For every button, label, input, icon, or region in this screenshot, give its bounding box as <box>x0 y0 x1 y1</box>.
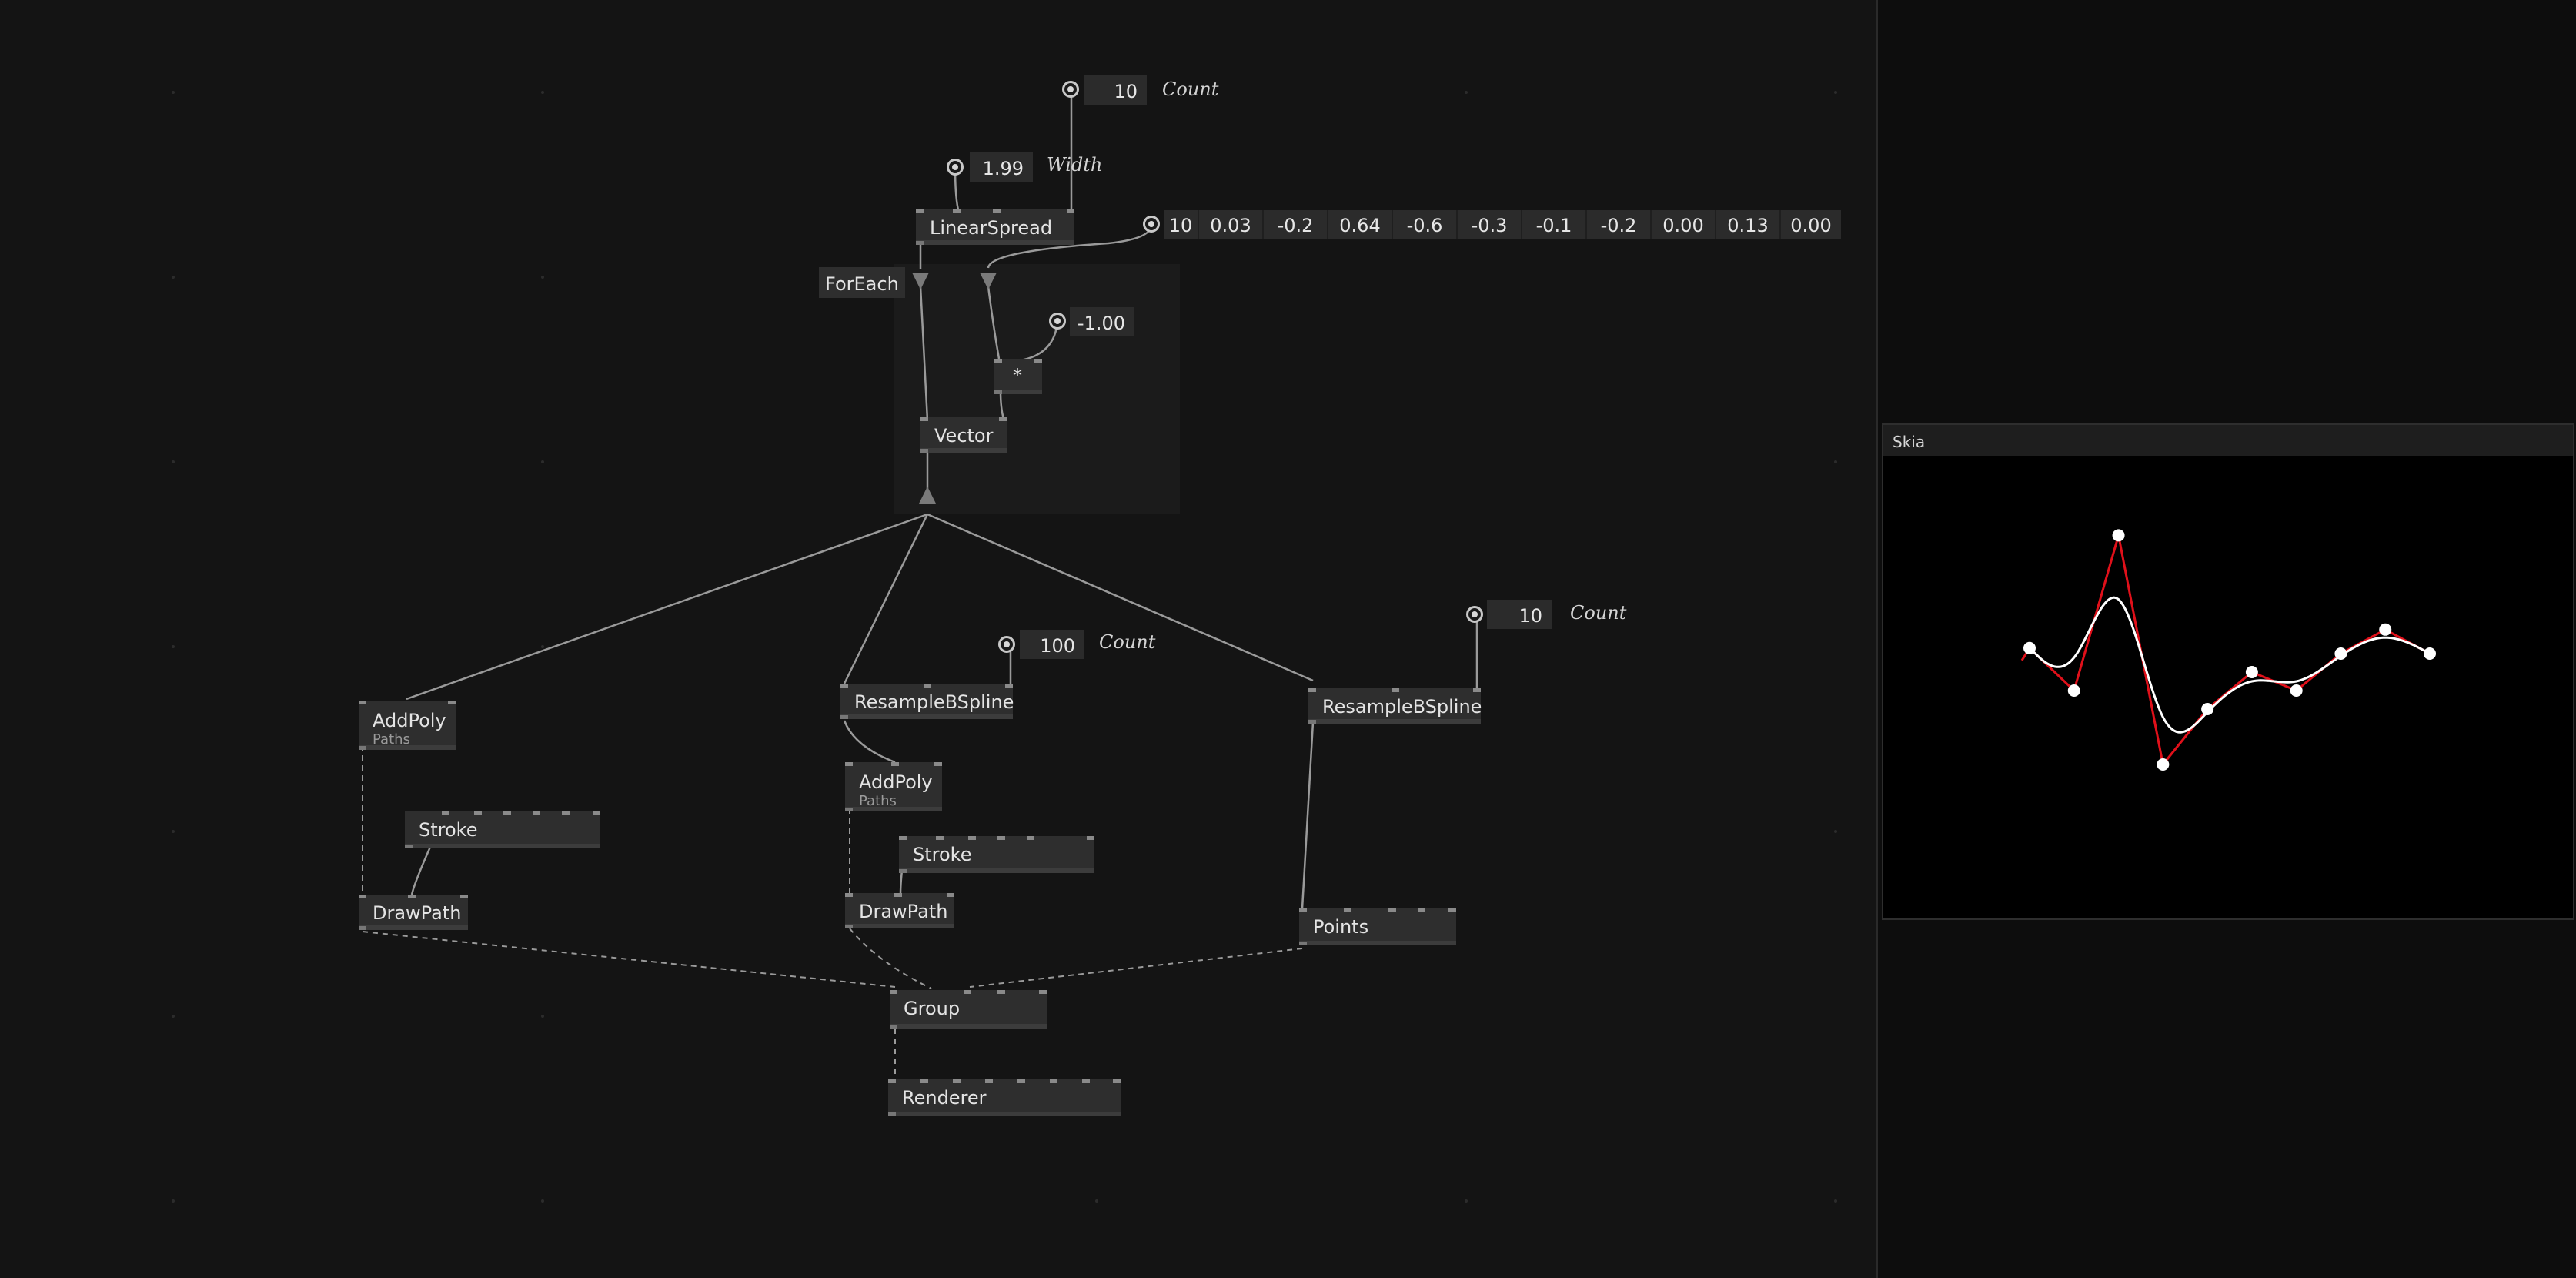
stroke-node-1[interactable]: Stroke <box>405 811 600 848</box>
spread-cell[interactable]: 0.03 <box>1199 210 1264 239</box>
spread-cell[interactable]: 10 <box>1164 210 1199 239</box>
group-node[interactable]: Group <box>890 990 1047 1029</box>
spread-cell[interactable]: 0.00 <box>1790 215 1832 236</box>
patch-editor[interactable]: ForEach <box>0 0 1876 1278</box>
multiply-node[interactable]: * <box>994 359 1042 394</box>
wire <box>987 224 1153 269</box>
wire <box>999 390 1005 420</box>
vector-title: Vector <box>934 425 994 447</box>
width-value[interactable]: 1.99 <box>970 152 1033 182</box>
spread-cell[interactable]: 0.13 <box>1716 210 1781 239</box>
count-top-value[interactable]: 10 <box>1084 75 1147 105</box>
minus-one-pin[interactable] <box>1049 313 1066 330</box>
wire <box>899 869 904 895</box>
count-right-label: Count <box>1570 602 1627 624</box>
splicer-input-2[interactable] <box>980 273 997 289</box>
control-point <box>2290 684 2303 697</box>
wire <box>1301 721 1315 909</box>
wire <box>843 720 896 764</box>
control-point <box>2379 623 2392 636</box>
minus-one-value[interactable]: -1.00 <box>1070 307 1134 336</box>
add-poly-title-1: AddPoly <box>373 710 446 731</box>
spread-cell[interactable]: 0.64 <box>1328 210 1393 239</box>
wire <box>406 513 928 701</box>
skia-canvas[interactable] <box>1883 457 2573 918</box>
control-point <box>2023 641 2036 654</box>
add-poly-sub-1: Paths <box>373 731 410 748</box>
draw-path-node-2[interactable]: DrawPath <box>845 893 954 928</box>
control-point <box>2245 666 2258 678</box>
width-label: Width <box>1047 154 1103 176</box>
resample-title-1: ResampleBSpline <box>854 691 1014 713</box>
count-100-label: Count <box>1099 631 1156 653</box>
wire <box>987 286 1001 360</box>
dashed-wire <box>969 948 1303 988</box>
control-point <box>2201 703 2214 715</box>
stroke-node-2[interactable]: Stroke <box>899 836 1094 873</box>
add-poly-sub-2: Paths <box>859 793 897 809</box>
spread-cell[interactable]: -0.2 <box>1264 210 1328 239</box>
wire <box>843 514 929 684</box>
count-right-value[interactable]: 10 <box>1487 600 1552 629</box>
resample-bspline-node-1[interactable]: ResampleBSpline <box>840 684 1014 719</box>
resample-title-2: ResampleBSpline <box>1322 696 1482 718</box>
resample-bspline-node-2[interactable]: ResampleBSpline <box>1308 688 1482 724</box>
multiply-title: * <box>1013 365 1022 386</box>
renderer-title: Renderer <box>902 1087 987 1109</box>
spline-curve <box>2028 596 2431 734</box>
foreach-label[interactable]: ForEach <box>819 267 905 298</box>
dashed-wire <box>849 928 932 989</box>
patch-wires <box>172 89 1837 1203</box>
dashed-wire <box>362 931 896 988</box>
group-title: Group <box>904 998 961 1019</box>
count-top-pin[interactable] <box>1062 81 1079 98</box>
linear-spread-title: LinearSpread <box>930 217 1053 239</box>
control-point <box>2424 647 2436 660</box>
pane-divider[interactable] <box>1876 0 1878 1278</box>
spread-cell[interactable]: -0.1 <box>1522 210 1587 239</box>
draw-path-node-1[interactable]: DrawPath <box>359 895 468 930</box>
spread-cell[interactable]: 0.00 <box>1652 210 1716 239</box>
count-right-pin[interactable] <box>1466 606 1483 623</box>
spread-cell[interactable]: -0.6 <box>1393 210 1458 239</box>
draw-path-title-1: DrawPath <box>373 902 462 924</box>
spread-cell[interactable]: -0.2 <box>1587 210 1652 239</box>
add-poly-title-2: AddPoly <box>859 771 933 793</box>
control-point <box>2334 647 2347 660</box>
stroke-title-2: Stroke <box>913 844 972 865</box>
vector-node[interactable]: Vector <box>920 417 1007 453</box>
draw-path-title-2: DrawPath <box>859 901 948 922</box>
count-100-value[interactable]: 100 <box>1020 630 1084 659</box>
control-points <box>2023 529 2436 771</box>
wire <box>919 286 929 421</box>
points-node[interactable]: Points <box>1299 908 1456 945</box>
spread-values[interactable]: 10 0.03 -0.2 0.64 -0.6 -0.3 -0.1 -0.2 0.… <box>1164 210 1841 239</box>
skia-renderer-window[interactable]: Skia <box>1882 423 2574 920</box>
spread-cell[interactable]: -0.3 <box>1458 210 1522 239</box>
splicer-output[interactable] <box>919 487 936 504</box>
renderer-node[interactable]: Renderer <box>888 1079 1121 1116</box>
control-point <box>2112 529 2125 542</box>
polyline-path <box>2020 534 2431 768</box>
control-point <box>2067 684 2080 697</box>
count-top-label: Count <box>1162 79 1219 100</box>
stroke-title-1: Stroke <box>419 819 478 841</box>
count-100-pin[interactable] <box>998 636 1015 653</box>
add-poly-node-2[interactable]: AddPoly Paths <box>845 762 942 811</box>
linear-spread-node[interactable]: LinearSpread <box>916 209 1074 245</box>
points-title: Points <box>1313 916 1369 938</box>
skia-window-title[interactable]: Skia <box>1883 425 2573 456</box>
wire <box>927 513 1314 682</box>
width-pin[interactable] <box>947 159 964 176</box>
add-poly-node-1[interactable]: AddPoly Paths <box>359 701 456 750</box>
control-point <box>2157 758 2170 771</box>
splicer-input-1[interactable] <box>912 273 929 289</box>
spread-pin[interactable] <box>1143 216 1160 233</box>
